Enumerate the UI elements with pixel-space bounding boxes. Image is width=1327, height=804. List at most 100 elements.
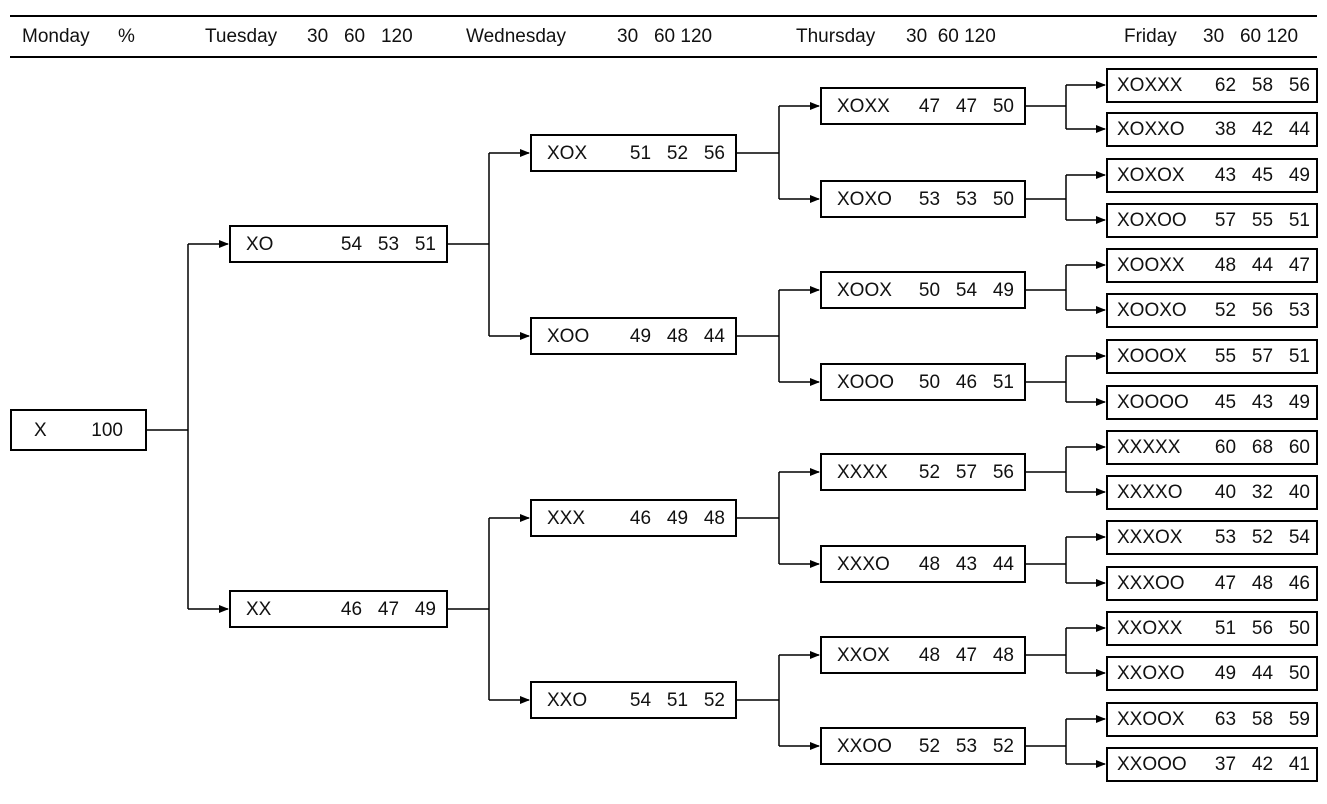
node-values: 38 42 44 [1214, 118, 1310, 140]
node-code: XOOO [837, 371, 895, 393]
node-friday-xoxxo: XOXXO 38 42 44 [1106, 111, 1318, 147]
node-code: X [34, 419, 47, 441]
node-wednesday-xoo: XOO 49 48 44 [530, 317, 737, 355]
node-values: 46 49 48 [629, 507, 725, 529]
node-code: XOOXO [1117, 299, 1187, 321]
node-code: XXOXO [1117, 662, 1185, 684]
header-wednesday-columns: 30 60 120 [617, 26, 713, 47]
node-values: 52 56 53 [1214, 299, 1310, 321]
node-code: XOXOX [1117, 164, 1185, 186]
header-friday-label: Friday [1124, 26, 1177, 47]
node-code: XO [246, 233, 274, 255]
node-values: 54 53 51 [340, 233, 436, 255]
node-values: 48 43 44 [918, 553, 1014, 575]
node-values: 51 52 56 [629, 142, 725, 164]
node-code: XOXO [837, 188, 892, 210]
node-values: 48 47 48 [918, 644, 1014, 666]
node-values: 62 58 56 [1214, 74, 1310, 96]
node-code: XOXXO [1117, 118, 1185, 140]
node-values: 53 53 50 [918, 188, 1014, 210]
node-code: XXOOX [1117, 708, 1185, 730]
node-code: XXOOO [1117, 753, 1187, 775]
header-monday-label: Monday [22, 26, 90, 47]
node-values: 51 56 50 [1214, 617, 1310, 639]
node-code: XXO [547, 689, 588, 711]
node-friday-xxoxo: XXOXO 49 44 50 [1106, 655, 1318, 691]
node-friday-xxxxo: XXXXO 40 32 40 [1106, 474, 1318, 510]
node-values: 52 53 52 [918, 735, 1014, 757]
node-code: XOXXX [1117, 74, 1183, 96]
header-monday-columns: % [118, 26, 135, 47]
node-code: XOOOX [1117, 345, 1187, 367]
node-values: 43 45 49 [1214, 164, 1310, 186]
node-friday-xoxxx: XOXXX 62 58 56 [1106, 67, 1318, 103]
node-friday-xoooo: XOOOO 45 43 49 [1106, 384, 1318, 420]
node-thursday-xxxo: XXXO 48 43 44 [820, 545, 1026, 583]
node-values: 46 47 49 [340, 598, 436, 620]
node-values: 60 68 60 [1214, 436, 1310, 458]
node-thursday-xoxo: XOXO 53 53 50 [820, 180, 1026, 218]
node-code: XXOO [837, 735, 892, 757]
header-tuesday-label: Tuesday [205, 26, 278, 47]
node-values: 57 55 51 [1214, 209, 1310, 231]
node-values: 47 47 50 [918, 95, 1014, 117]
node-friday-xxxoo: XXXOO 47 48 46 [1106, 565, 1318, 601]
node-thursday-xxoo: XXOO 52 53 52 [820, 727, 1026, 765]
node-code: XXXXO [1117, 481, 1183, 503]
header-top-rule [10, 15, 1317, 17]
node-values: 45 43 49 [1214, 391, 1310, 413]
header-thursday-label: Thursday [796, 26, 876, 47]
node-values: 55 57 51 [1214, 345, 1310, 367]
node-code: XXX [547, 507, 586, 529]
node-values: 52 57 56 [918, 461, 1014, 483]
node-friday-xooox: XOOOX 55 57 51 [1106, 338, 1318, 374]
node-code: XOOX [837, 279, 892, 301]
node-thursday-xooo: XOOO 50 46 51 [820, 363, 1026, 401]
node-friday-xoxoo: XOXOO 57 55 51 [1106, 202, 1318, 238]
node-code: XOO [547, 325, 590, 347]
node-thursday-xxox: XXOX 48 47 48 [820, 636, 1026, 674]
node-friday-xxoxx: XXOXX 51 56 50 [1106, 610, 1318, 646]
node-values: 49 44 50 [1214, 662, 1310, 684]
node-code: XXOXX [1117, 617, 1183, 639]
node-monday: X 100 [10, 409, 147, 451]
header-bottom-rule [10, 56, 1317, 58]
node-code: XOXOO [1117, 209, 1187, 231]
node-friday-xxoox: XXOOX 63 58 59 [1106, 701, 1318, 737]
node-code: XOOXX [1117, 254, 1185, 276]
node-code: XXXOX [1117, 526, 1183, 548]
node-code: XOX [547, 142, 588, 164]
header-friday-columns: 30 60 120 [1203, 26, 1299, 47]
node-thursday-xoxx: XOXX 47 47 50 [820, 87, 1026, 125]
node-code: XX [246, 598, 272, 620]
node-code: XOOOO [1117, 391, 1189, 413]
node-values: 40 32 40 [1214, 481, 1310, 503]
node-friday-xxxxx: XXXXX 60 68 60 [1106, 429, 1318, 465]
node-friday-xooxx: XOOXX 48 44 47 [1106, 247, 1318, 283]
node-code: XXOX [837, 644, 890, 666]
node-values: 63 58 59 [1214, 708, 1310, 730]
node-values: 47 48 46 [1214, 572, 1310, 594]
header-wednesday-label: Wednesday [466, 26, 566, 47]
node-code: XOXX [837, 95, 890, 117]
node-values: 48 44 47 [1214, 254, 1310, 276]
node-code: XXXOO [1117, 572, 1185, 594]
node-tuesday-xo: XO 54 53 51 [229, 225, 448, 263]
node-tuesday-xx: XX 46 47 49 [229, 590, 448, 628]
node-values: 50 46 51 [918, 371, 1014, 393]
node-values: 54 51 52 [629, 689, 725, 711]
node-friday-xooxo: XOOXO 52 56 53 [1106, 292, 1318, 328]
node-wednesday-xxo: XXO 54 51 52 [530, 681, 737, 719]
node-wednesday-xxx: XXX 46 49 48 [530, 499, 737, 537]
node-code: XXXO [837, 553, 890, 575]
node-code: XXXXX [1117, 436, 1181, 458]
node-friday-xxxox: XXXOX 53 52 54 [1106, 519, 1318, 555]
node-values: 49 48 44 [629, 325, 725, 347]
node-friday-xoxox: XOXOX 43 45 49 [1106, 157, 1318, 193]
node-values: 53 52 54 [1214, 526, 1310, 548]
node-wednesday-xox: XOX 51 52 56 [530, 134, 737, 172]
